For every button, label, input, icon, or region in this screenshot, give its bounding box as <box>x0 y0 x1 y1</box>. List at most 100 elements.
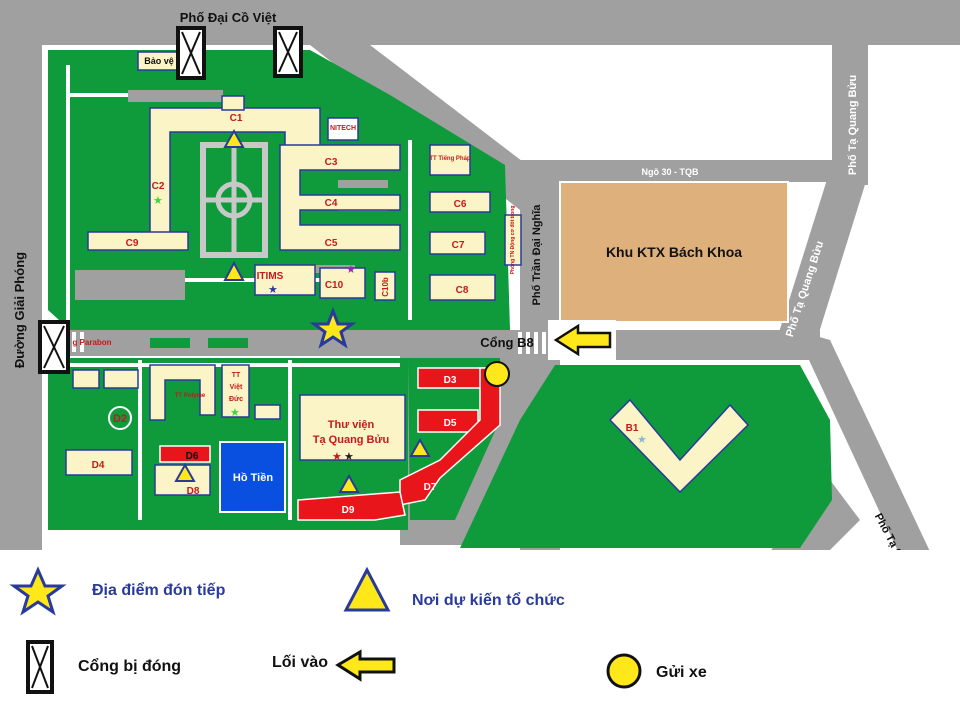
crosswalk <box>72 332 546 354</box>
thu-vien-building <box>299 394 406 461</box>
label-b1: B1 <box>626 423 639 434</box>
tt-tieng-phap-building <box>429 144 471 176</box>
label-d8: D8 <box>187 486 200 497</box>
label-tt-tieng-phap: TT Tiếng Pháp <box>429 155 471 162</box>
red-buildings <box>159 367 501 521</box>
label-c7: C7 <box>452 240 465 251</box>
label-d7: D7 <box>424 482 437 493</box>
label-ta-quang-buu-top: Phố Tạ Quang Bửu <box>847 75 859 175</box>
label-c1: C1 <box>230 113 243 124</box>
star-icon: ★ <box>230 406 240 419</box>
star-icon: ★ <box>332 450 342 463</box>
tt-viet-duc-building <box>221 364 250 418</box>
label-ktx: Khu KTX Bách Khoa <box>606 244 742 260</box>
legend-label-loi-vao: Lối vào <box>272 654 329 671</box>
entrance-arrow-icon <box>548 320 616 360</box>
map-legend: Địa điểm đón tiếp Nơi dự kiến tổ chức Cổ… <box>0 550 960 714</box>
star-icon: ★ <box>268 283 278 296</box>
building-d7 <box>399 367 501 506</box>
label-phong-tn: Phòng TN Động cơ đốt trong <box>509 206 516 275</box>
ktx-area <box>559 181 789 323</box>
label-tt-polyme: TT Polyme <box>175 393 206 399</box>
label-c9: C9 <box>126 238 139 249</box>
label-parabon: g Parabon <box>72 338 111 347</box>
label-c10: C10 <box>325 280 344 291</box>
star-icon: ★ <box>637 433 647 446</box>
label-itims: ITIMS <box>257 271 284 282</box>
building-d6 <box>159 445 211 463</box>
label-tt-viet-duc-2: Việt <box>230 384 243 391</box>
label-nitech: NITECH <box>330 125 356 132</box>
road-ta-quang-buu-south <box>795 330 930 550</box>
label-dai-co-viet: Phố Đại Cồ Việt <box>180 10 277 25</box>
label-c2: C2 <box>152 181 165 192</box>
closed-gate-icon <box>176 26 206 80</box>
label-d2: D2 <box>113 413 127 425</box>
road-dai-co-viet <box>0 0 960 45</box>
event-triangle-icon <box>174 462 196 482</box>
road-medians <box>150 338 248 348</box>
star-icon: ★ <box>346 263 356 276</box>
legend-triangle-icon <box>343 566 391 612</box>
label-c10b: C10b <box>381 277 390 297</box>
legend-label-noi-to-chuc: Nơi dự kiến tổ chức <box>412 592 565 609</box>
campus-map: ★ ★ ★ ★ ★ ★ ★ Phố Đại Cồ Việt Đường Giải… <box>0 0 960 550</box>
star-icon: ★ <box>344 450 354 463</box>
building-c8 <box>429 274 496 301</box>
label-thu-vien-1: Thư viện <box>328 419 375 431</box>
label-d5: D5 <box>444 418 457 429</box>
phong-tn-building <box>504 214 522 266</box>
label-c8: C8 <box>456 285 469 296</box>
reception-star-icon <box>309 306 357 349</box>
event-triangle-icon <box>223 128 245 148</box>
label-tran-dai-nghia: Phố Trần Đại Nghĩa <box>531 204 543 306</box>
legend-star-icon <box>9 566 67 616</box>
label-bao-ve: Bảo vệ <box>144 56 174 66</box>
event-location-markers <box>174 128 431 493</box>
label-cong-b8: Cổng B8 <box>480 335 533 350</box>
small-stars: ★ ★ ★ ★ ★ ★ ★ <box>153 194 647 463</box>
building-c6 <box>429 191 491 213</box>
label-c6: C6 <box>454 199 467 210</box>
label-thu-vien-2: Tạ Quang Bửu <box>313 434 389 446</box>
label-c4: C4 <box>325 198 338 209</box>
central-garden <box>200 142 268 258</box>
label-d4: D4 <box>92 460 105 471</box>
legend-parking-icon <box>606 653 642 689</box>
legend-symbols <box>9 566 642 694</box>
legend-arrow-icon <box>335 649 396 682</box>
buildings-c <box>87 51 522 301</box>
parking-marker-icon <box>484 361 510 387</box>
event-triangle-icon <box>338 473 360 493</box>
closed-gate-icon <box>38 320 70 374</box>
label-ngo-30: Ngõ 30 - TQB <box>641 167 699 177</box>
label-c5: C5 <box>325 238 338 249</box>
label-giai-phong: Đường Giải Phóng <box>12 252 27 368</box>
legend-label-gui-xe: Gửi xe <box>656 664 707 681</box>
building-c3-c5 <box>279 144 401 251</box>
c1-entrance <box>221 95 245 111</box>
legend-label-don-tiep: Địa điểm đón tiếp <box>92 582 226 599</box>
legend-closed-gate-icon <box>26 640 54 694</box>
label-d6: D6 <box>186 451 199 462</box>
closed-gates <box>38 26 303 374</box>
itims-building <box>254 264 316 296</box>
label-ho-tien: Hồ Tiền <box>233 472 273 484</box>
tt-polyme-building <box>149 364 216 421</box>
road-ngo-30 <box>530 160 850 182</box>
road-giai-phong <box>0 0 42 550</box>
building-c10b <box>374 271 396 301</box>
nitech-building <box>327 117 359 141</box>
label-tt-viet-duc-3: Đức <box>229 396 243 403</box>
label-d9: D9 <box>342 505 355 516</box>
building-d9 <box>297 491 406 521</box>
building-d4 <box>65 449 133 476</box>
event-triangle-icon <box>409 437 431 457</box>
building-b1 <box>608 398 750 494</box>
ho-tien-lake <box>219 441 286 513</box>
closed-gate-icon <box>273 26 303 78</box>
building-c9 <box>87 231 189 251</box>
star-icon: ★ <box>153 194 163 207</box>
d2-marker <box>108 406 132 430</box>
building-c7 <box>429 231 486 255</box>
